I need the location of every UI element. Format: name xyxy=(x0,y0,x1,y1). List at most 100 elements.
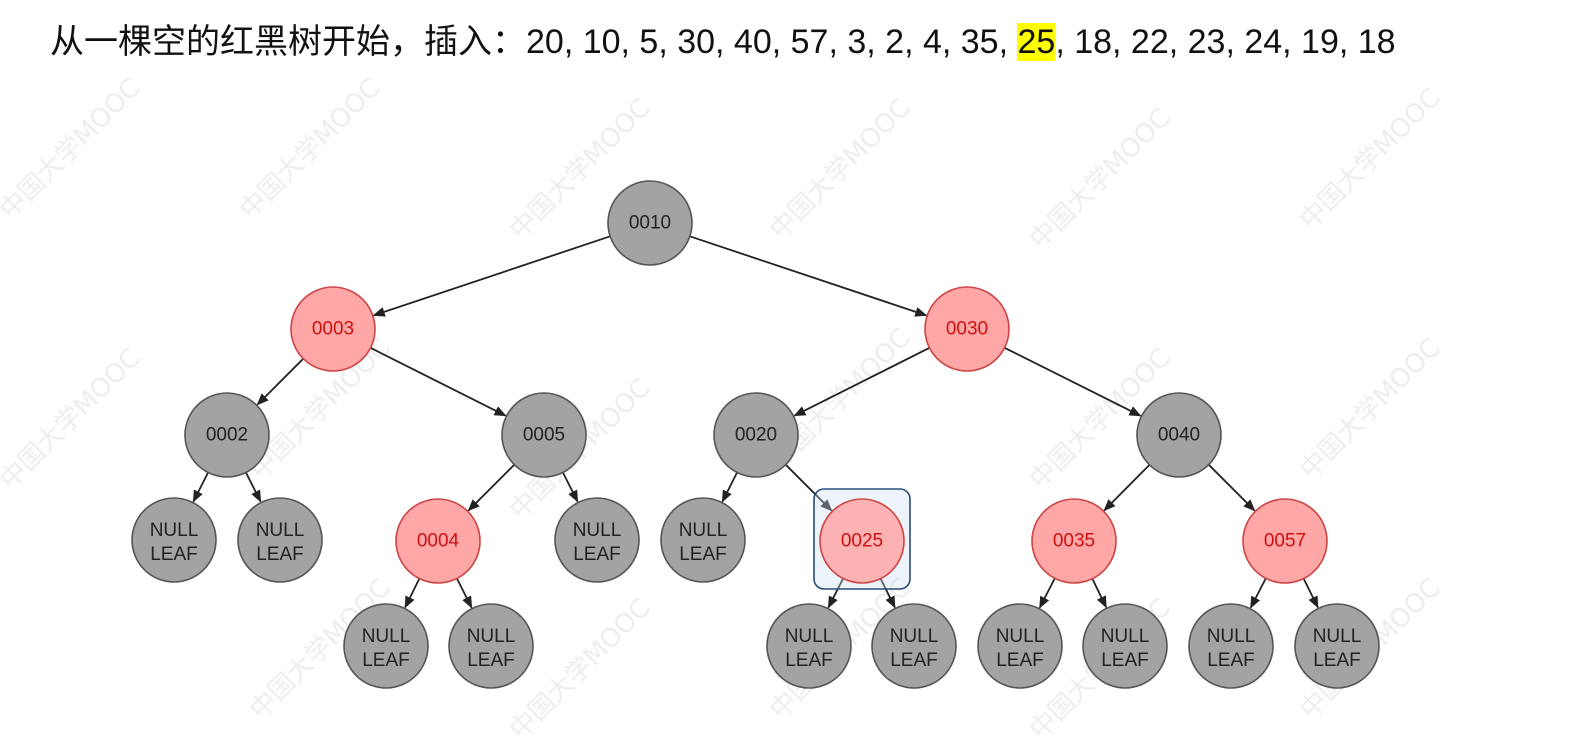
node-circle xyxy=(1031,498,1117,584)
node-circle xyxy=(871,603,957,689)
tree-node-0004[interactable]: 0004 xyxy=(395,498,481,584)
problem-statement: 从一棵空的红黑树开始，插入：20, 10, 5, 30, 40, 57, 3, … xyxy=(50,18,1396,66)
tree-node-0025[interactable]: 0025 xyxy=(813,488,911,590)
leaf-label: LEAF xyxy=(890,650,938,671)
node-circle xyxy=(977,603,1063,689)
node-key-label: 0030 xyxy=(946,319,988,340)
leaf-label: NULL xyxy=(573,520,622,541)
tree-node-0035[interactable]: 0035 xyxy=(1031,498,1117,584)
highlighted-key: 25 xyxy=(1017,23,1056,61)
null-leaf-node[interactable]: NULL LEAF xyxy=(1294,603,1380,689)
null-leaf-node[interactable]: NULL LEAF xyxy=(131,497,217,583)
leaf-label: LEAF xyxy=(996,650,1044,671)
leaf-label: LEAF xyxy=(785,650,833,671)
tree-edge xyxy=(1249,577,1267,609)
node-key-label: 0057 xyxy=(1264,531,1306,552)
leaf-label: LEAF xyxy=(1101,650,1149,671)
tree-edge xyxy=(245,472,262,503)
node-key-label: 0025 xyxy=(841,531,883,552)
node-circle xyxy=(501,392,587,478)
node-key-label: 0004 xyxy=(417,531,460,552)
node-circle xyxy=(713,392,799,478)
node-circle xyxy=(1082,603,1168,689)
tree-edge xyxy=(1302,578,1319,609)
tree-edge xyxy=(1038,577,1056,609)
tree-edge xyxy=(1208,464,1256,512)
node-key-label: 0005 xyxy=(523,425,565,446)
node-circle xyxy=(1188,603,1274,689)
tree-node-0020[interactable]: 0020 xyxy=(713,392,799,478)
node-key-label: 0002 xyxy=(206,425,248,446)
node-circle xyxy=(819,498,905,584)
tree-node-0003[interactable]: 0003 xyxy=(290,286,376,372)
leaf-label: LEAF xyxy=(573,544,621,565)
node-circle xyxy=(237,497,323,583)
node-circle xyxy=(607,180,693,266)
tree-node-0002[interactable]: 0002 xyxy=(184,392,270,478)
node-key-label: 0020 xyxy=(735,425,777,446)
null-leaf-node[interactable]: NULL LEAF xyxy=(554,497,640,583)
tree-edges xyxy=(192,235,1319,609)
red-black-tree-diagram: 0010 0003 0030 0002 0005 0020 0040 0004 0025 0035… xyxy=(131,180,1380,689)
leaf-label: LEAF xyxy=(1313,650,1361,671)
node-key-label: 0003 xyxy=(312,319,354,340)
tree-edge xyxy=(785,464,833,512)
leaf-label: NULL xyxy=(890,626,939,647)
tree-edge xyxy=(721,472,738,503)
null-leaf-node[interactable]: NULL LEAF xyxy=(871,603,957,689)
leaf-label: NULL xyxy=(150,520,199,541)
leaf-label: NULL xyxy=(679,520,728,541)
tree-edge xyxy=(689,235,928,317)
leaf-label: LEAF xyxy=(1207,650,1255,671)
tree-node-0005[interactable]: 0005 xyxy=(501,392,587,478)
leaf-label: NULL xyxy=(1207,626,1256,647)
node-circle xyxy=(395,498,481,584)
leaf-label: LEAF xyxy=(362,650,410,671)
leaf-label: LEAF xyxy=(679,544,727,565)
tree-edge xyxy=(467,464,515,512)
null-leaf-node[interactable]: NULL LEAF xyxy=(1188,603,1274,689)
node-circle xyxy=(131,497,217,583)
node-circle xyxy=(660,497,746,583)
node-key-label: 0040 xyxy=(1158,425,1200,446)
node-circle xyxy=(1242,498,1328,584)
leaf-label: LEAF xyxy=(256,544,304,565)
leaf-label: NULL xyxy=(785,626,834,647)
node-circle xyxy=(924,286,1010,372)
tree-edge xyxy=(793,347,930,417)
node-circle xyxy=(290,286,376,372)
node-circle xyxy=(766,603,852,689)
tree-edge xyxy=(1004,346,1142,417)
null-leaf-node[interactable]: NULL LEAF xyxy=(660,497,746,583)
tree-edge xyxy=(827,578,844,609)
tree-node-0030[interactable]: 0030 xyxy=(924,286,1010,372)
tree-edge xyxy=(372,235,611,317)
caption-prefix: 从一棵空的红黑树开始，插入： xyxy=(50,22,526,62)
tree-edge xyxy=(1103,464,1151,512)
tree-node-0057[interactable]: 0057 xyxy=(1242,498,1328,584)
tree-edge xyxy=(456,578,473,609)
node-key-label: 0010 xyxy=(629,213,671,234)
null-leaf-node[interactable]: NULL LEAF xyxy=(766,603,852,689)
insert-sequence-before: 20, 10, 5, 30, 40, 57, 3, 2, 4, 35, xyxy=(526,23,1018,61)
tree-edge xyxy=(370,347,507,417)
tree-edge xyxy=(1091,578,1108,609)
tree-edge xyxy=(879,578,896,609)
node-circle xyxy=(448,603,534,689)
leaf-label: NULL xyxy=(256,520,305,541)
null-leaf-node[interactable]: NULL LEAF xyxy=(237,497,323,583)
tree-edge xyxy=(192,472,209,503)
node-circle xyxy=(1136,392,1222,478)
tree-node-0040[interactable]: 0040 xyxy=(1136,392,1222,478)
tree-node-0010[interactable]: 0010 xyxy=(607,180,693,266)
leaf-label: LEAF xyxy=(150,544,198,565)
tree-edge xyxy=(562,472,579,503)
insert-sequence-after: , 18, 22, 23, 24, 19, 18 xyxy=(1055,23,1396,61)
leaf-label: NULL xyxy=(1313,626,1362,647)
node-circle xyxy=(554,497,640,583)
node-circle xyxy=(184,392,270,478)
